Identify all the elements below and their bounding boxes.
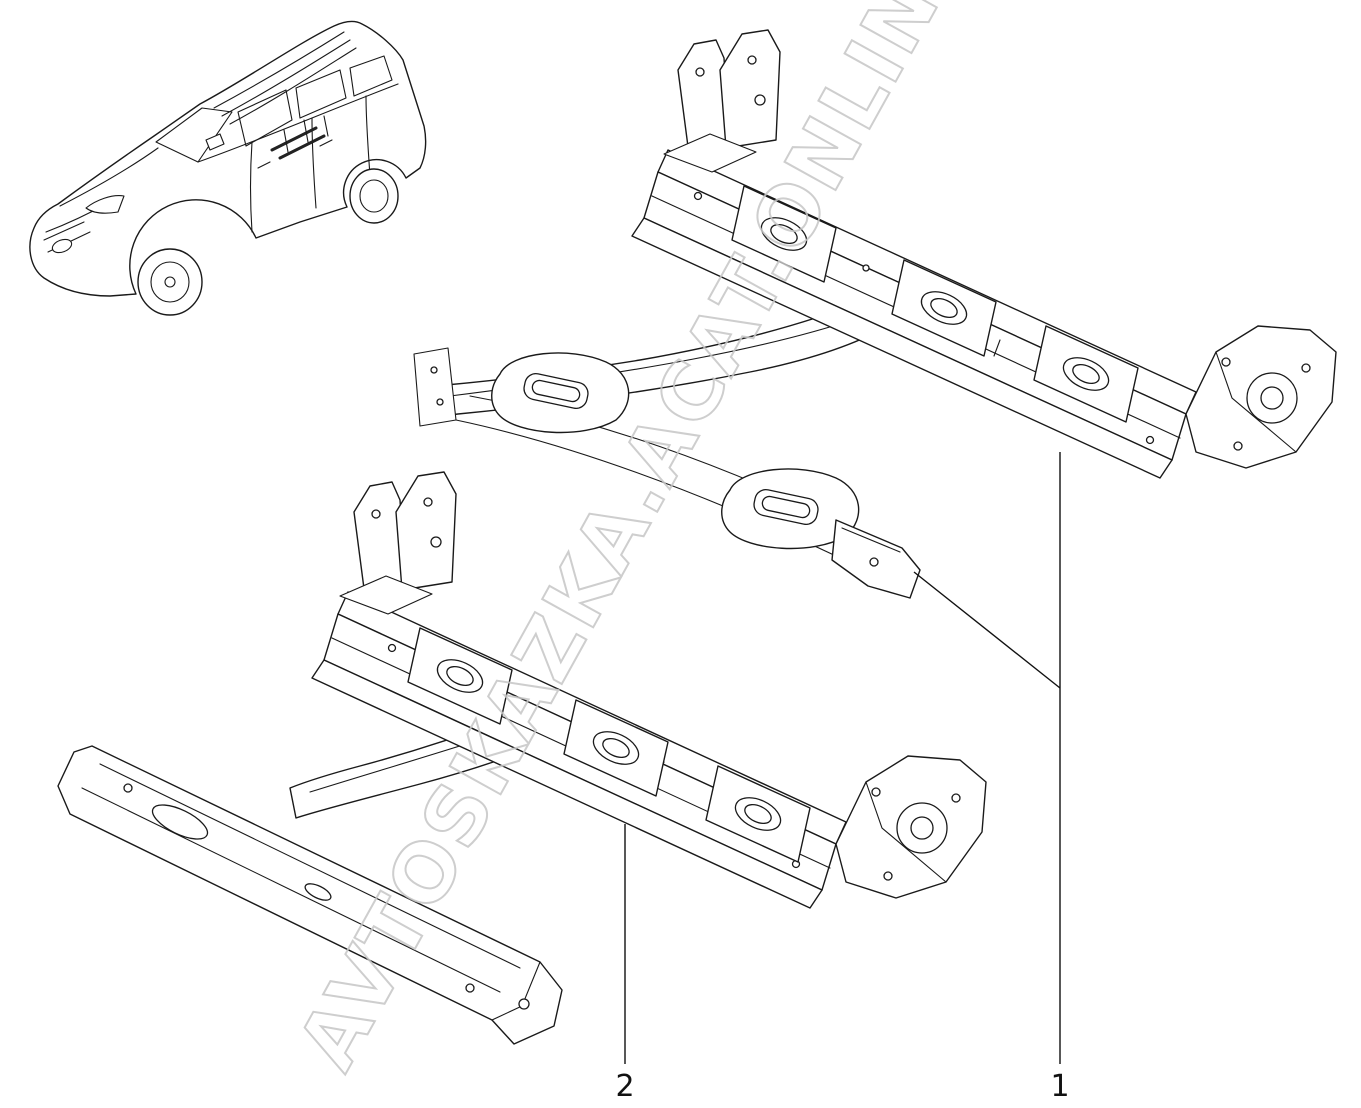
callout-2-label[interactable]: 2 (615, 1069, 634, 1104)
callout-1: 1 (913, 452, 1070, 1104)
part1-mount-pads (731, 185, 1139, 423)
part2-sill-member (57, 745, 563, 1045)
highlighted-part-location (270, 115, 329, 160)
vehicle-thumbnail-illustration (29, 20, 427, 316)
callout-1-leader-branch (913, 571, 1061, 689)
part2-mount-pads (407, 627, 811, 863)
part1-strip-pad-a (491, 352, 630, 434)
part-1-drawing[interactable] (413, 29, 1337, 599)
callout-2: 2 (615, 824, 635, 1104)
part2-right-wing (835, 755, 987, 899)
part1-right-wing (1185, 325, 1337, 469)
part1-left-bracket (663, 29, 781, 173)
part-2-drawing[interactable] (57, 471, 987, 1045)
part1-strip-tail (831, 519, 921, 599)
part2-left-bracket (339, 471, 457, 615)
callout-1-label[interactable]: 1 (1050, 1069, 1069, 1104)
